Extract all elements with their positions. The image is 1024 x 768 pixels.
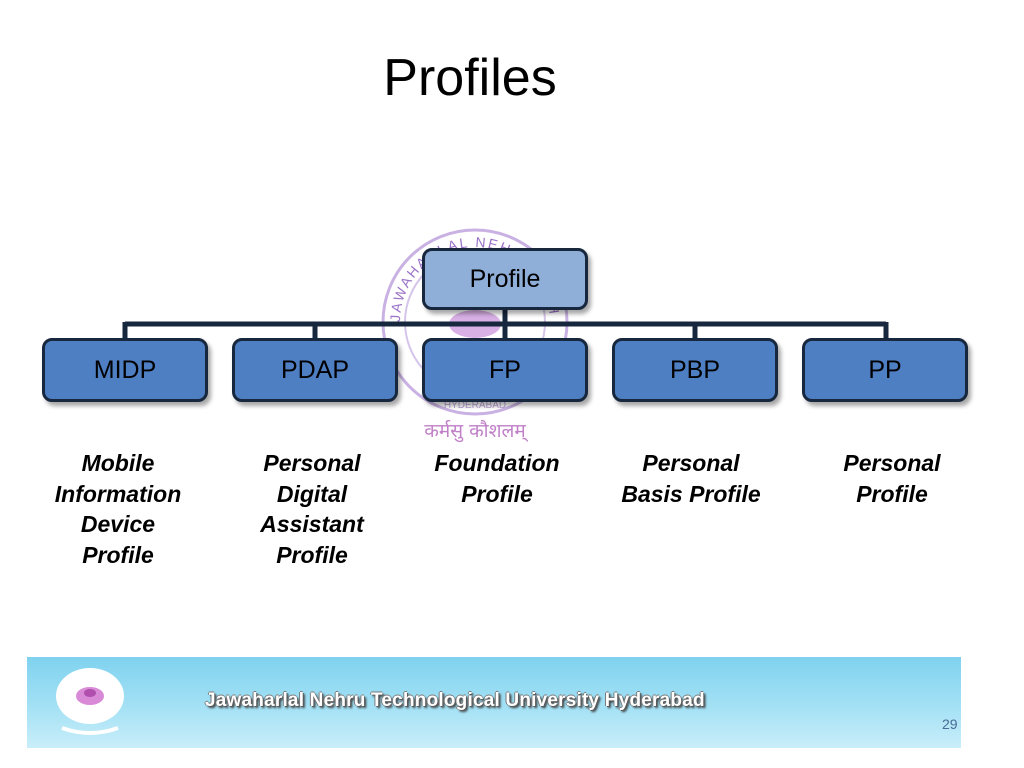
university-logo-icon <box>56 668 124 735</box>
desc-fp: Foundation Profile <box>412 448 582 509</box>
desc-line: Profile <box>461 480 533 507</box>
desc-line: Assistant <box>260 511 364 537</box>
node-label: FP <box>489 355 521 384</box>
node-fp: FP <box>422 338 588 402</box>
desc-line: Personal <box>642 450 740 476</box>
seal-bottom-text: HYDERABAD <box>444 400 506 411</box>
desc-line: Device <box>80 511 156 537</box>
footer-university-name: Jawaharlal Nehru Technological Universit… <box>205 690 705 711</box>
desc-pbp: Personal Basis Profile <box>606 448 776 509</box>
node-pbp: PBP <box>612 338 778 402</box>
seal-motto: कर्मसु कौशलम् <box>424 419 529 443</box>
desc-line: Profile <box>856 480 928 507</box>
node-pp: PP <box>802 338 968 402</box>
desc-line: Personal <box>263 450 361 476</box>
desc-line: Basis Profile <box>621 480 761 507</box>
desc-pdap: Personal Digital Assistant Profile <box>227 448 397 570</box>
desc-pp: Personal Profile <box>807 448 977 509</box>
node-pdap: PDAP <box>232 338 398 402</box>
desc-midp: Mobile Information Device Profile <box>33 448 203 570</box>
desc-line: Mobile <box>81 450 155 476</box>
node-label: MIDP <box>93 355 157 384</box>
footer-band <box>27 657 961 748</box>
desc-line: Information <box>54 480 182 507</box>
root-node-label: Profile <box>469 264 541 293</box>
node-label: PP <box>868 355 902 384</box>
desc-line: Profile <box>276 541 348 568</box>
root-node-profile: Profile <box>422 248 588 310</box>
slide-page-number: 29 <box>942 716 958 732</box>
node-label: PBP <box>669 355 721 384</box>
node-midp: MIDP <box>42 338 208 402</box>
slide-title: Profiles <box>383 49 557 107</box>
desc-line: Personal <box>843 450 941 476</box>
desc-line: Profile <box>82 541 154 568</box>
desc-line: Digital <box>276 480 348 507</box>
desc-line: Foundation <box>434 450 560 476</box>
node-label: PDAP <box>280 355 350 384</box>
